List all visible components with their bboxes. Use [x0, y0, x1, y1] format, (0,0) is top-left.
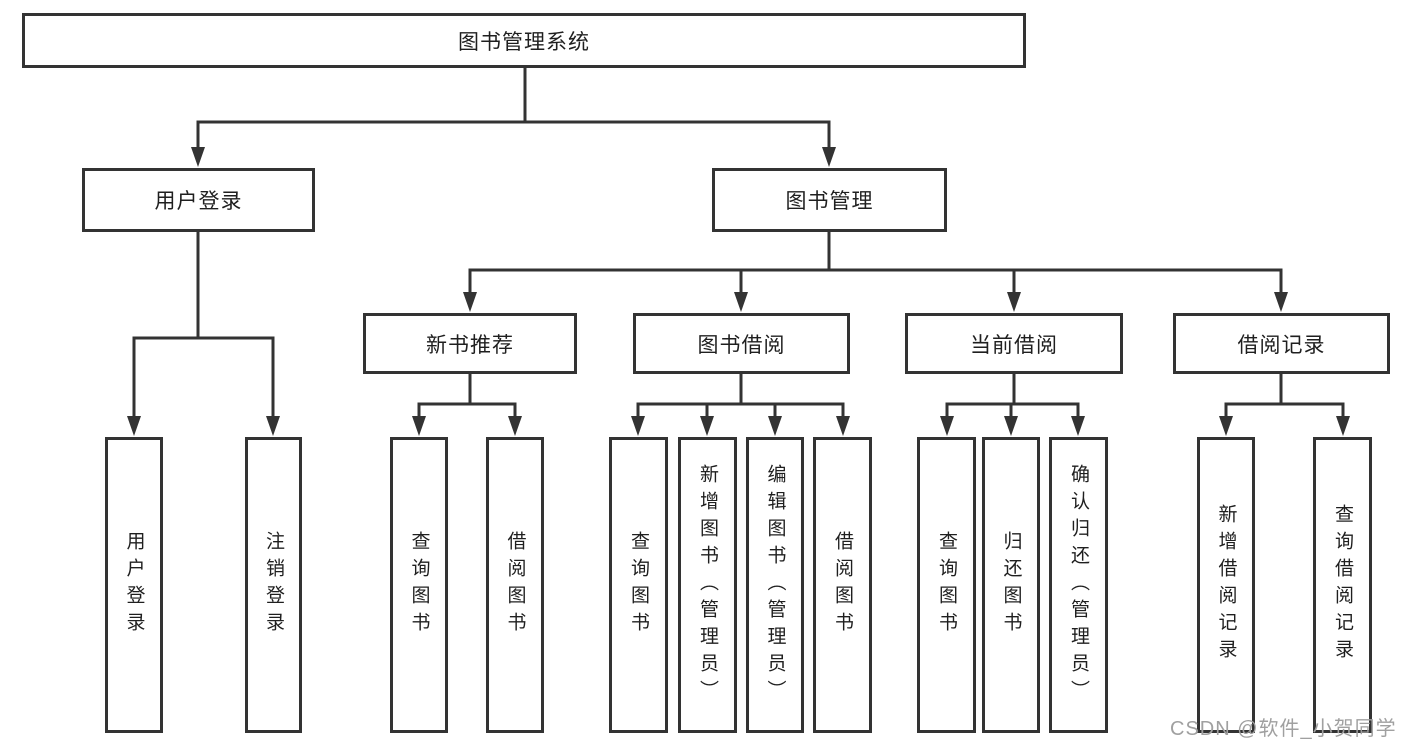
node-user-login-label: 用户登录: [154, 190, 243, 213]
leaf-user-login-label: 用户登录: [123, 531, 145, 639]
leaf-query-borrow-record-label: 查询借阅记录: [1332, 504, 1353, 666]
leaf-logout-login-label: 注销登录: [263, 531, 284, 639]
leaf-query-books-current-label: 查询图书: [936, 531, 957, 639]
leaf-confirm-return-admin: 确认归还（管理员）: [1049, 437, 1108, 733]
node-book-management: 图书管理: [712, 168, 947, 232]
csdn-watermark: CSDN @软件_小贺同学: [1170, 718, 1397, 740]
leaf-borrow-books-borrow-label: 借阅图书: [832, 531, 853, 639]
leaf-logout-login: 注销登录: [245, 437, 302, 733]
connector-new-book-split: [412, 372, 522, 436]
node-root-system: 图书管理系统: [22, 13, 1026, 68]
leaf-return-books-label: 归还图书: [1000, 531, 1022, 639]
node-book-borrow: 图书借阅: [633, 313, 850, 374]
connector-current-borrow-split: [940, 372, 1085, 436]
leaf-add-borrow-record: 新增借阅记录: [1197, 437, 1255, 733]
node-book-management-label: 图书管理: [785, 190, 874, 213]
leaf-query-books-recommend-label: 查询图书: [408, 531, 430, 639]
node-current-borrow: 当前借阅: [905, 313, 1123, 374]
connector-borrow-records-split: [1219, 372, 1350, 436]
node-borrow-records-label: 借阅记录: [1237, 333, 1326, 357]
leaf-query-books-borrow-label: 查询图书: [628, 531, 649, 639]
node-current-borrow-label: 当前借阅: [970, 333, 1058, 357]
leaf-query-books-recommend: 查询图书: [390, 437, 448, 733]
leaf-edit-books-admin: 编辑图书（管理员）: [746, 437, 804, 733]
node-book-borrow-label: 图书借阅: [697, 333, 786, 357]
leaf-borrow-books-recommend-label: 借阅图书: [504, 531, 526, 639]
node-new-book-recommend: 新书推荐: [363, 313, 577, 374]
node-borrow-records: 借阅记录: [1173, 313, 1390, 374]
leaf-add-borrow-record-label: 新增借阅记录: [1215, 504, 1237, 666]
node-new-book-recommend-label: 新书推荐: [426, 333, 514, 357]
connector-user-login-split: [127, 230, 280, 436]
leaf-query-books-current: 查询图书: [917, 437, 976, 733]
leaf-borrow-books-recommend: 借阅图书: [486, 437, 544, 733]
leaf-add-books-admin-label: 新增图书（管理员）: [697, 463, 718, 707]
leaf-query-books-borrow: 查询图书: [609, 437, 668, 733]
leaf-query-borrow-record: 查询借阅记录: [1313, 437, 1372, 733]
connector-book-borrow-split: [631, 372, 850, 436]
leaf-user-login: 用户登录: [105, 437, 163, 733]
node-root-system-label: 图书管理系统: [458, 30, 590, 54]
leaf-borrow-books-borrow: 借阅图书: [813, 437, 872, 733]
leaf-edit-books-admin-label: 编辑图书（管理员）: [764, 463, 786, 707]
leaf-return-books: 归还图书: [982, 437, 1040, 733]
leaf-add-books-admin: 新增图书（管理员）: [678, 437, 737, 733]
connector-root-split: [191, 67, 836, 167]
leaf-confirm-return-admin-label: 确认归还（管理员）: [1068, 463, 1089, 707]
connector-book-management-split: [463, 230, 1288, 312]
node-user-login: 用户登录: [82, 168, 315, 232]
